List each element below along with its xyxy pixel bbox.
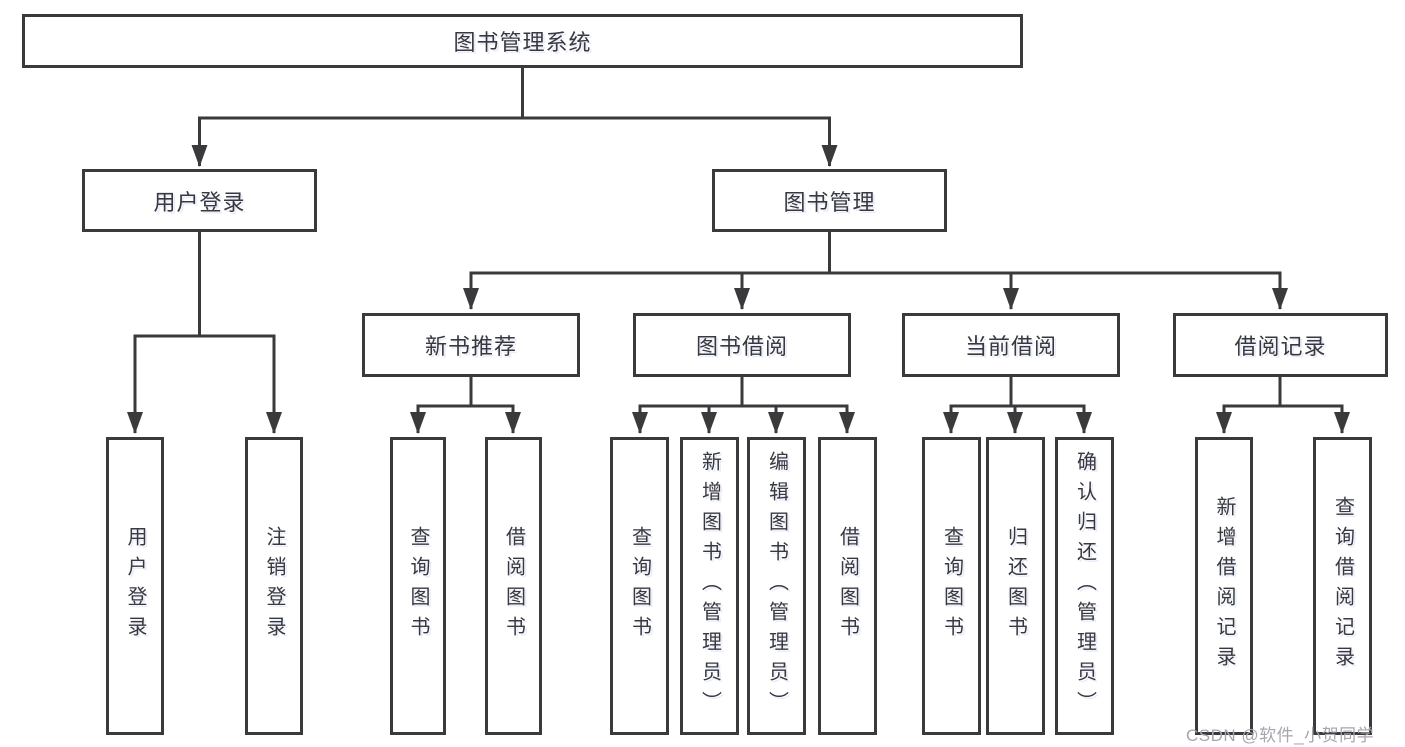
- node-label: 借阅图书: [502, 526, 525, 646]
- node-label: 新书推荐: [424, 334, 517, 359]
- node-label: 借阅图书: [836, 526, 859, 646]
- node-label: 查询借阅记录: [1331, 496, 1354, 676]
- node-label: 查询图书: [940, 526, 963, 646]
- node-label: 图书管理系统: [453, 30, 592, 55]
- node-user-login: 用户登录: [82, 169, 317, 232]
- node-label: 查询图书: [407, 526, 429, 646]
- node-label: 借阅记录: [1234, 334, 1327, 359]
- node-borrow-records: 借阅记录: [1173, 313, 1388, 377]
- csdn-watermark: CSDN @软件_小贺同学: [1186, 726, 1375, 745]
- leaf-current-query-books: 查询图书: [922, 437, 981, 735]
- leaf-logout: 注销登录: [245, 437, 303, 735]
- connector-root-to-level2: [191, 68, 838, 167]
- node-label: 用户登录: [124, 526, 146, 646]
- leaf-current-return-books: 归还图书: [986, 437, 1045, 735]
- node-label: 图书借阅: [695, 334, 788, 359]
- node-label: 归还图书: [1004, 526, 1027, 646]
- leaf-user-login: 用户登录: [106, 437, 164, 735]
- node-current-borrow: 当前借阅: [902, 313, 1120, 377]
- node-label: 图书管理: [783, 189, 876, 215]
- leaf-recommend-query-books: 查询图书: [390, 437, 446, 735]
- connector-login-to-leaves: [127, 232, 282, 434]
- node-label: 查询图书: [628, 526, 651, 646]
- leaf-borrow-query-books: 查询图书: [610, 437, 669, 735]
- leaf-records-add-record: 新增借阅记录: [1195, 437, 1253, 735]
- connector-level3-to-leaves: [410, 377, 1350, 434]
- node-book-borrow: 图书借阅: [633, 313, 851, 377]
- node-label: 确认归还（管理员）: [1073, 451, 1096, 721]
- node-book-management: 图书管理: [712, 169, 947, 232]
- node-library-system: 图书管理系统: [22, 14, 1023, 68]
- leaf-current-confirm-return-admin: 确认归还（管理员）: [1055, 437, 1114, 735]
- node-label: 注销登录: [263, 526, 285, 646]
- leaf-borrow-edit-books-admin: 编辑图书（管理员）: [747, 437, 806, 735]
- node-label: 新增图书（管理员）: [698, 451, 721, 721]
- node-label: 当前借阅: [964, 334, 1057, 359]
- leaf-recommend-borrow-books: 借阅图书: [485, 437, 542, 735]
- leaf-borrow-borrow-books: 借阅图书: [818, 437, 877, 735]
- leaf-records-query-record: 查询借阅记录: [1313, 437, 1372, 735]
- node-label: 新增借阅记录: [1213, 496, 1235, 676]
- node-new-book-recommend: 新书推荐: [362, 313, 580, 377]
- leaf-borrow-add-books-admin: 新增图书（管理员）: [680, 437, 739, 735]
- connector-manage-to-level3: [463, 232, 1288, 310]
- node-label: 编辑图书（管理员）: [765, 451, 788, 721]
- node-label: 用户登录: [153, 189, 246, 215]
